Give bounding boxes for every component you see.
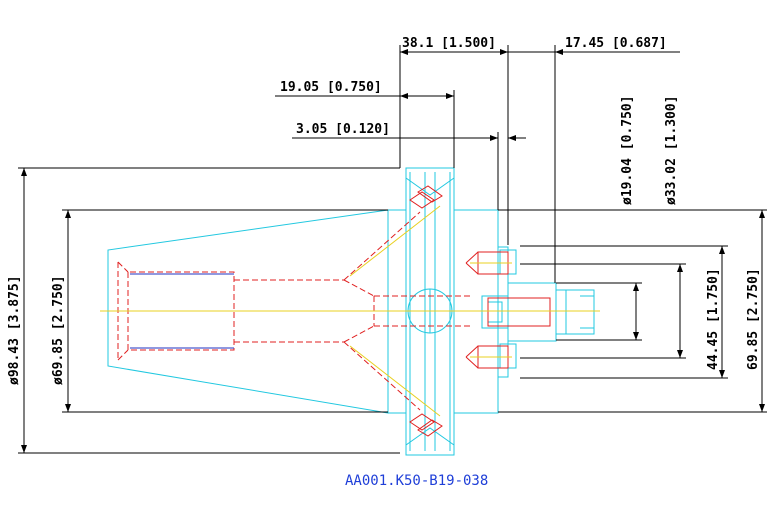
dimension-labels: 38.1 [1.500] 17.45 [0.687] 19.05 [0.750]… [7, 36, 761, 385]
dim-dia-19-04: ø19.04 [0.750] [620, 95, 635, 205]
dim-dia-69-85: ø69.85 [2.750] [51, 275, 66, 385]
nose-pilot [507, 282, 557, 342]
dim-3-05: 3.05 [0.120] [296, 122, 390, 137]
part-number: AA001.K50-B19-038 [345, 473, 488, 489]
centerlines [100, 205, 600, 417]
dim-38-1: 38.1 [1.500] [402, 36, 496, 51]
dim-17-45: 17.45 [0.687] [565, 36, 667, 51]
dim-dia-33-02: ø33.02 [1.300] [664, 95, 679, 205]
retention-screw [555, 289, 595, 335]
dim-69-85: 69.85 [2.750] [746, 268, 761, 370]
dim-dia-98-43: ø98.43 [3.875] [7, 275, 22, 385]
dim-44-45: 44.45 [1.750] [706, 268, 721, 370]
dimension-lines [18, 45, 767, 454]
bore-marks [130, 273, 234, 349]
dim-19-05: 19.05 [0.750] [280, 80, 382, 95]
